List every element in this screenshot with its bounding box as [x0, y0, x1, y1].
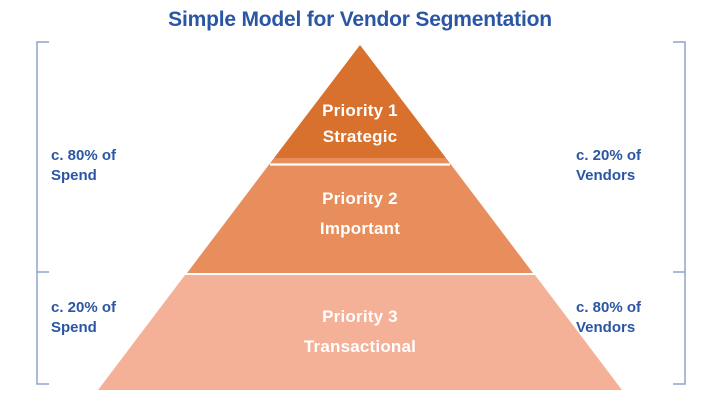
label-vendors-20-line1: c. 20% of — [576, 147, 642, 164]
right-bracket-outline — [673, 41, 686, 385]
tier-1-priority-label: Priority 1 — [322, 101, 398, 120]
label-vendors-20: c. 20% of Vendors — [576, 146, 641, 186]
label-vendors-80-line2: Vendors — [576, 319, 636, 336]
left-bracket — [36, 41, 49, 385]
label-spend-20-line2: Spend — [51, 319, 97, 336]
label-vendors-80: c. 80% of Vendors — [576, 298, 641, 338]
right-bracket — [673, 41, 686, 385]
tier-3-priority-label: Priority 3 — [322, 307, 398, 326]
tier-3-shape — [98, 275, 622, 390]
tier-2-priority-label: Priority 2 — [322, 189, 398, 208]
label-spend-20-line1: c. 20% of — [51, 299, 117, 316]
tier-3-name-label: Transactional — [304, 337, 416, 356]
label-vendors-80-line1: c. 80% of — [576, 299, 642, 316]
tier-2-shape — [187, 158, 533, 273]
left-bracket-outline — [36, 41, 49, 385]
label-vendors-20-line2: Vendors — [576, 167, 636, 184]
label-spend-80-line1: c. 80% of — [51, 147, 117, 164]
label-spend-20: c. 20% of Spend — [51, 298, 116, 338]
tier-2-name-label: Important — [320, 219, 400, 238]
label-spend-80-line2: Spend — [51, 167, 97, 184]
page-title: Simple Model for Vendor Segmentation — [168, 8, 552, 31]
tier-1-shape — [274, 45, 446, 158]
tier-1-name-label: Strategic — [323, 127, 398, 146]
label-spend-80: c. 80% of Spend — [51, 146, 116, 186]
